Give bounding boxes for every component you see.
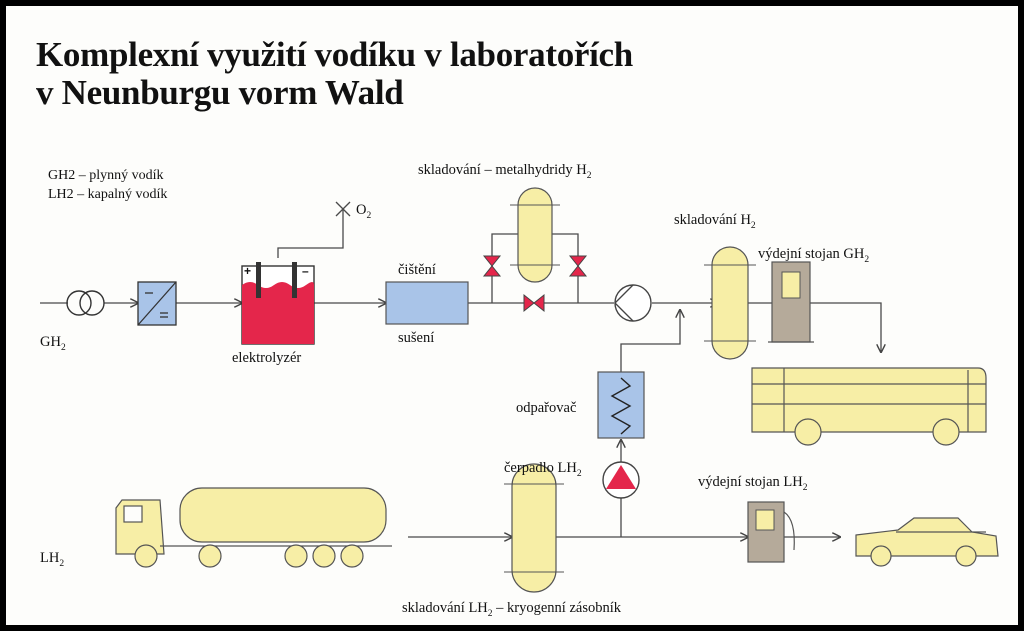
process-diagram: + – — [40, 187, 999, 593]
label-dispenser-gh2: výdejní stojan GH2 — [758, 246, 870, 265]
label-evaporator: odpařovač — [516, 400, 577, 416]
svg-text:+: + — [244, 264, 251, 278]
title-line-1: Komplexní využití vodíku v laboratořích — [36, 35, 633, 74]
label-storage-h2: skladování H2 — [674, 212, 756, 231]
diagram-frame: Komplexní využití vodíku v laboratořích … — [6, 6, 1018, 625]
lh2-pump — [602, 461, 640, 499]
label-dispenser-lh2: výdejní stojan LH2 — [698, 474, 808, 493]
bus — [751, 367, 987, 446]
transformer — [66, 290, 105, 316]
lh2-dispenser — [747, 501, 795, 563]
label-cleaning: čištění — [398, 262, 436, 278]
label-pump-lh2: čerpadlo LH2 — [504, 460, 582, 479]
evaporator — [597, 371, 645, 439]
label-electrolyzer: elektrolyzér — [232, 350, 302, 366]
diagram-title: Komplexní využití vodíku v laboratořích … — [36, 36, 633, 112]
valves — [482, 255, 588, 313]
title-line-2: v Neunburgu vorm Wald — [36, 73, 404, 112]
cryogenic-tank — [504, 463, 564, 593]
label-drying: sušení — [398, 330, 435, 346]
gh2-dispenser — [768, 261, 814, 343]
legend-lh2: LH2 – kapalný vodík — [48, 187, 168, 202]
legend: GH2 – plynný vodík LH2 – kapalný vodík — [48, 166, 167, 204]
legend-gh2: GH2 – plynný vodík — [48, 168, 164, 183]
metal-hydride-tank — [510, 187, 560, 283]
label-lh2-input: LH2 — [40, 550, 65, 569]
tanker-truck — [115, 487, 392, 568]
purifier-dryer — [385, 281, 469, 325]
svg-text:–: – — [302, 264, 309, 278]
car — [855, 517, 999, 567]
rectifier — [137, 281, 177, 326]
compressor — [614, 284, 652, 322]
h2-storage-tank — [704, 246, 756, 360]
label-gh2-input: GH2 — [40, 334, 66, 353]
label-o2: O2 — [356, 202, 372, 221]
label-cryogenic-storage: skladování LH2 – kryogenní zásobník — [402, 600, 621, 619]
label-metal-hydride: skladování – metalhydridy H2 — [418, 162, 592, 181]
electrolyzer: + – — [241, 262, 315, 345]
